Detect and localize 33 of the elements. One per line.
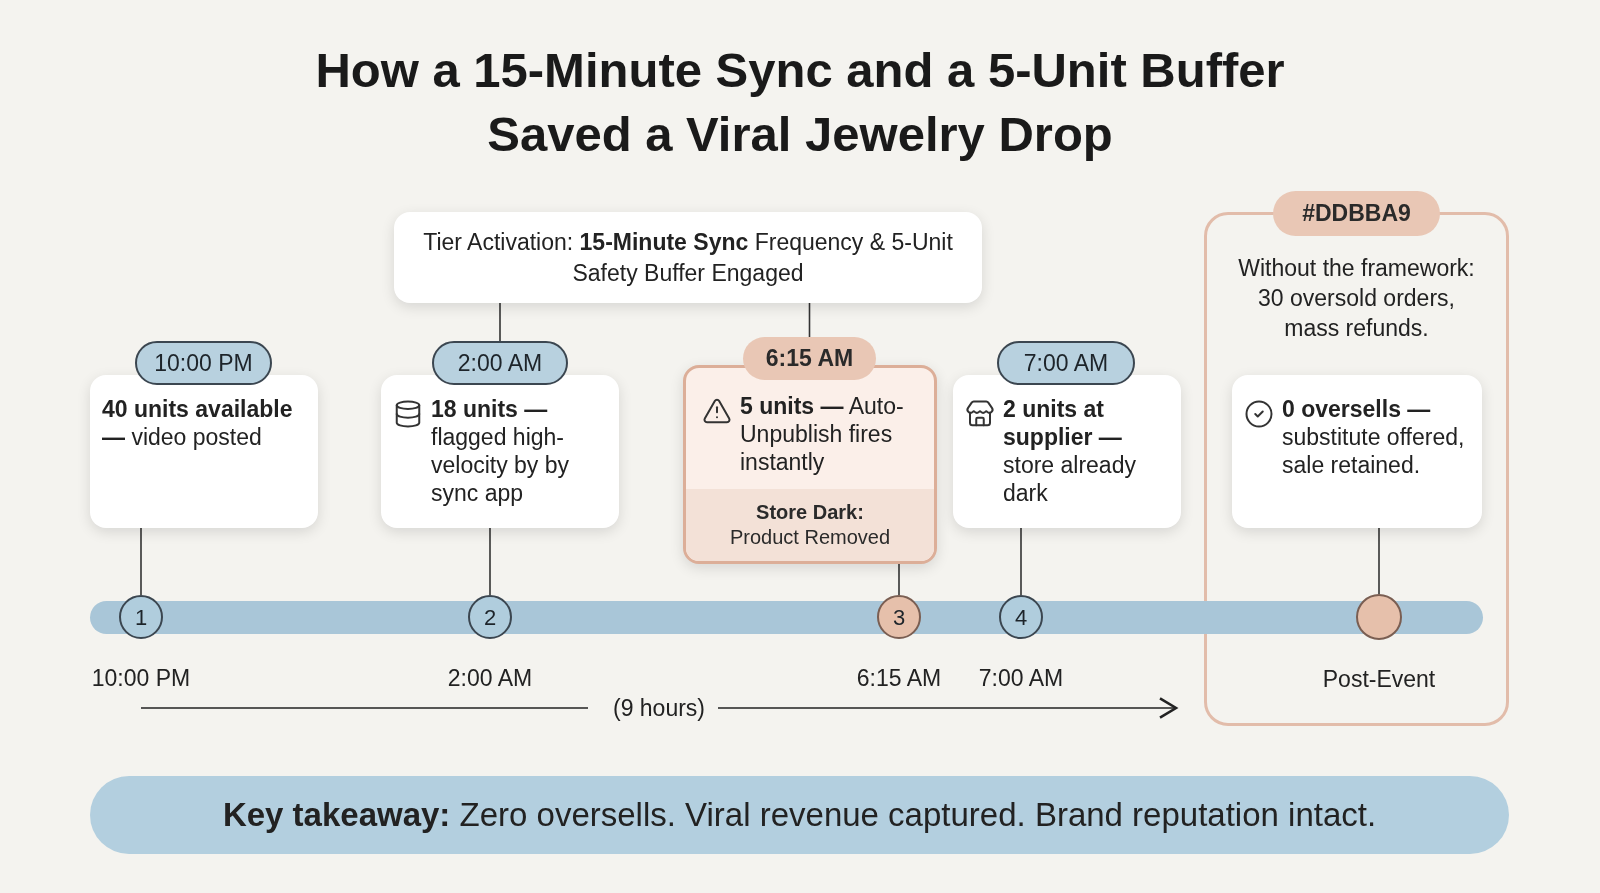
status-text: Store Dark: Product Removed bbox=[728, 500, 892, 550]
time-label: 7:00 AM bbox=[978, 664, 1064, 693]
takeaway-banner: Key takeaway: Zero oversells. Viral revenue captured. Brand reputation intact. bbox=[90, 776, 1509, 854]
time-pill: 6:15 AM bbox=[743, 337, 876, 380]
event-card bbox=[953, 375, 1181, 528]
card-text: 0 oversells — substitute offered, sale retained. bbox=[1282, 395, 1466, 479]
time-pill: #DDBBA9 bbox=[1273, 191, 1440, 236]
card-text: 18 units — flagged high-velocity by by sync app bbox=[431, 395, 571, 507]
time-label: 10:00 PM bbox=[91, 664, 191, 693]
card-text: 40 units available — video posted bbox=[102, 395, 294, 451]
event-card bbox=[90, 375, 318, 528]
connector-line bbox=[898, 563, 900, 596]
title: How a 15-Minute Sync and a 5-Unit Buffer Saved a Viral Jewelry Drop bbox=[314, 42, 1286, 163]
panel-text: Without the framework: 30 oversold orders, mass refunds. bbox=[1237, 254, 1476, 343]
connector-line bbox=[140, 527, 142, 596]
connector-line bbox=[499, 302, 501, 342]
callout-box: Tier Activation: 15-Minute Sync Frequency & 5-Unit Safety Buffer Engaged bbox=[394, 212, 982, 303]
time-label: 6:15 AM bbox=[856, 664, 942, 693]
time-pill: 7:00 AM bbox=[997, 341, 1135, 385]
connector-line bbox=[808, 302, 811, 338]
duration-label: (9 hours) bbox=[613, 693, 705, 723]
card-text: 2 units at supplier — store already dark bbox=[1003, 395, 1137, 507]
event-card bbox=[1232, 375, 1482, 528]
time-label: 2:00 AM bbox=[447, 664, 533, 693]
event-card bbox=[381, 375, 619, 528]
connector-line bbox=[489, 527, 491, 596]
card-text: 5 units — Auto-Unpublish fires instantly bbox=[740, 392, 905, 476]
time-pill: 2:00 AM bbox=[432, 341, 568, 385]
time-label: Post-Event bbox=[1322, 665, 1436, 694]
connector-line bbox=[1020, 527, 1022, 596]
connector-line bbox=[1378, 527, 1380, 595]
time-pill: 10:00 PM bbox=[135, 341, 272, 385]
alert-card bbox=[683, 365, 937, 564]
